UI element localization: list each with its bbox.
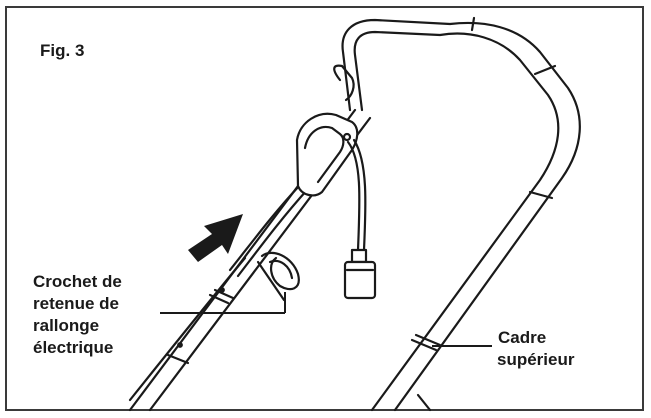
frame-callout-label: Cadre supérieur — [497, 327, 574, 371]
tube-bolt — [219, 287, 225, 293]
hook-callout-line: Crochet de — [33, 272, 122, 291]
hook-callout-line: électrique — [33, 338, 114, 357]
hook-callout-line: retenue de — [33, 294, 119, 313]
switch-bolt — [342, 132, 352, 142]
tube-bolt — [177, 342, 183, 348]
grip-mark — [528, 190, 554, 200]
power-cord — [236, 188, 309, 278]
hook-callout-label: Crochet de retenue de rallonge électriqu… — [33, 271, 122, 359]
tube-band — [166, 353, 190, 365]
hook-callout-line: rallonge — [33, 316, 100, 335]
extension-cord — [128, 256, 247, 402]
plug-body — [343, 260, 377, 300]
top-clip — [333, 64, 355, 102]
cord-retaining-hook-inner — [268, 259, 294, 280]
power-cord — [228, 183, 302, 272]
cord-retaining-hook — [260, 251, 300, 291]
grip-mark — [416, 393, 432, 412]
upper-frame-outer — [353, 30, 560, 412]
figure-title: Fig. 3 — [40, 41, 85, 60]
switch-cord — [346, 140, 361, 252]
direction-arrow — [188, 214, 243, 262]
frame-callout-line: Cadre — [498, 328, 547, 347]
grip-mark — [470, 16, 476, 32]
switch-box-face — [303, 125, 345, 184]
upper-frame-inner — [341, 18, 581, 412]
frame-callout-line: supérieur — [497, 350, 575, 369]
frame-band — [410, 338, 438, 352]
grip-mark — [533, 64, 557, 76]
frame-band — [414, 333, 442, 347]
plug-neck — [350, 248, 368, 264]
cord-retaining-hook-base — [256, 260, 286, 302]
switch-cord — [352, 138, 367, 252]
